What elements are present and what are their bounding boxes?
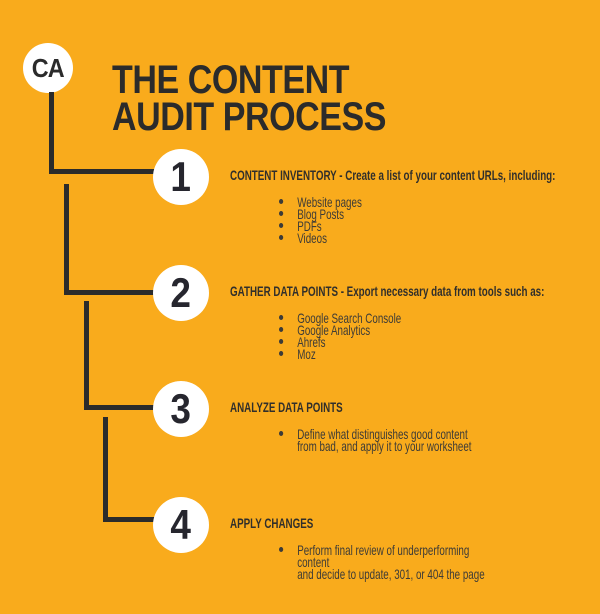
bullet-item: Google Analytics <box>278 323 544 337</box>
step-heading-3: ANALYZE DATA POINTS <box>230 399 343 415</box>
connector-horizontal-3 <box>84 405 160 410</box>
ca-logo: CA <box>23 43 73 93</box>
bullet-list-1: Website pages Blog Posts PDFs Videos <box>230 195 555 245</box>
connector-horizontal-1 <box>49 169 160 174</box>
step-heading-2: GATHER DATA POINTS - Export necessary da… <box>230 283 545 299</box>
step-block-3: ANALYZE DATA POINTS Define what distingu… <box>230 399 472 454</box>
connector-vertical-3 <box>84 301 89 410</box>
step-circle-4: 4 <box>153 497 209 553</box>
bullet-item: Perform final review of underperforming … <box>279 543 489 581</box>
bullet-list-2: Google Search Console Google Analytics A… <box>230 311 544 361</box>
bullet-item: Define what distinguishes good content f… <box>278 426 472 454</box>
step-number-1: 1 <box>170 153 192 200</box>
bullet-item: Blog Posts <box>279 207 555 221</box>
bullet-item: Google Search Console <box>278 311 544 325</box>
connector-vertical-4 <box>103 417 108 522</box>
bullet-item: Website pages <box>279 195 555 209</box>
bullet-item: Videos <box>279 231 555 245</box>
bullet-list-4: Perform final review of underperforming … <box>230 543 489 581</box>
step-heading-1: CONTENT INVENTORY - Create a list of you… <box>230 167 556 183</box>
step-number-4: 4 <box>170 501 192 548</box>
bullet-item: Ahrefs <box>278 335 544 349</box>
bullet-item: Moz <box>278 347 544 361</box>
connector-horizontal-4 <box>103 517 160 522</box>
step-number-3: 3 <box>170 385 192 432</box>
step-circle-1: 1 <box>153 149 209 205</box>
step-number-2: 2 <box>170 269 192 316</box>
step-block-1: CONTENT INVENTORY - Create a list of you… <box>230 167 556 245</box>
step-block-4: APPLY CHANGES Perform final review of un… <box>230 515 489 581</box>
connector-horizontal-2 <box>64 290 160 295</box>
bullet-list-3: Define what distinguishes good content f… <box>230 426 472 454</box>
connector-vertical-1 <box>49 92 54 174</box>
bullet-item: PDFs <box>279 219 555 233</box>
step-circle-2: 2 <box>153 265 209 321</box>
step-circle-3: 3 <box>153 381 209 437</box>
page-title: THE CONTENT AUDIT PROCESS <box>112 57 387 139</box>
connector-vertical-2 <box>64 184 69 295</box>
step-heading-4: APPLY CHANGES <box>230 515 314 531</box>
ca-logo-label: CA <box>31 52 65 83</box>
step-block-2: GATHER DATA POINTS - Export necessary da… <box>230 283 545 361</box>
